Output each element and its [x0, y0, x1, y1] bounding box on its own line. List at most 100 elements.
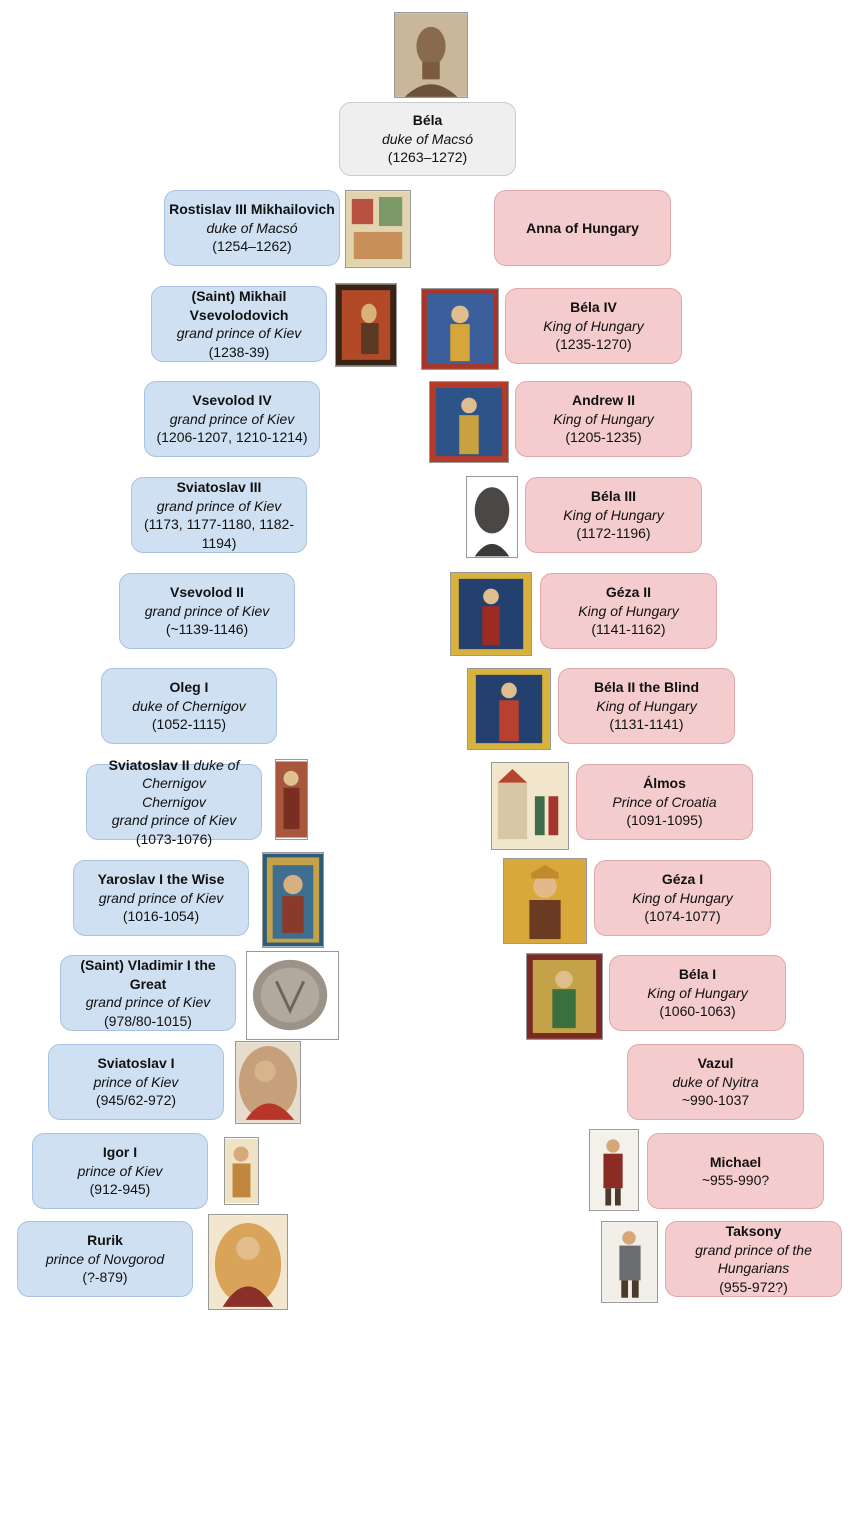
person-reign: (955-972?)	[719, 1278, 788, 1295]
person-title-2: grand prince of Kiev	[111, 812, 237, 829]
person-title: King of Hungary	[578, 602, 679, 619]
person-reign: (1173, 1177-1180, 1182-1194)	[144, 516, 294, 551]
person-bela-i: Béla I King of Hungary (1060-1063)	[609, 955, 786, 1031]
person-reign: (1131-1141)	[609, 716, 684, 733]
person-name: Álmos	[643, 775, 686, 792]
person-reign: (945/62-972)	[95, 1092, 177, 1109]
person-vsevolod-ii: Vsevolod II grand prince of Kiev (~1139-…	[119, 573, 295, 649]
person-title: grand prince of Kiev	[156, 497, 282, 514]
person-title: King of Hungary	[563, 506, 664, 523]
person-reign: (1254–1262)	[212, 238, 292, 255]
person-vazul: Vazul duke of Nyitra ~990-1037	[627, 1044, 804, 1120]
bela-iv-illuminated-initial-image	[421, 288, 499, 370]
person-name: (Saint) Mikhail Vsevolodovich	[189, 288, 289, 323]
person-bela-iii: Béla III King of Hungary (1172-1196)	[525, 477, 702, 553]
person-name: Géza II	[605, 584, 652, 601]
andrew-ii-illuminated-initial-image	[429, 381, 509, 463]
person-title: grand prince of Kiev	[85, 994, 211, 1010]
person-title: duke of Macsó	[206, 219, 298, 236]
rostislav-miniature-image	[345, 190, 411, 268]
yaroslav-icon-image	[262, 852, 324, 948]
person-reign: ~990-1037	[681, 1092, 750, 1109]
person-yaroslav-i: Yaroslav I the Wise grand prince of Kiev…	[73, 860, 249, 936]
person-line-1: Sviatoslav II duke of Chernigov	[87, 756, 261, 793]
person-title: prince of Novgorod	[45, 1250, 165, 1267]
person-mikhail-vsevolodovich: (Saint) Mikhail Vsevolodovich grand prin…	[151, 286, 327, 362]
person-title: grand prince of Kiev	[169, 410, 295, 427]
geza-ii-illuminated-initial-image	[450, 572, 532, 656]
person-reign: (1172-1196)	[576, 525, 651, 542]
person-name: Sviatoslav III	[176, 479, 262, 495]
person-name: Anna of Hungary	[526, 219, 639, 236]
person-name: Vazul	[697, 1055, 734, 1072]
person-name: Vsevolod II	[170, 584, 244, 601]
person-name: Béla II the Blind	[593, 679, 699, 696]
person-geza-i: Géza I King of Hungary (1074-1077)	[594, 860, 771, 936]
taksony-warrior-image	[601, 1221, 658, 1303]
person-title: King of Hungary	[543, 317, 644, 334]
michael-warrior-image	[589, 1129, 639, 1211]
person-reign: (1263–1272)	[387, 149, 468, 166]
person-name: Sviatoslav I	[97, 1055, 175, 1072]
mikhail-icon-image	[335, 283, 397, 367]
person-sviatoslav-iii: Sviatoslav III grand prince of Kiev (117…	[131, 477, 307, 553]
person-name: Oleg I	[169, 679, 209, 696]
person-reign: (1205-1235)	[565, 429, 642, 446]
person-rostislav-iii: Rostislav III Mikhailovich duke of Macsó…	[164, 190, 340, 266]
person-name: Béla III	[590, 488, 637, 505]
person-name: Géza I	[661, 871, 704, 888]
rurik-portrait-image	[208, 1214, 288, 1310]
person-vsevolod-iv: Vsevolod IV grand prince of Kiev (1206-1…	[144, 381, 320, 457]
person-oleg-i: Oleg I duke of Chernigov (1052-1115)	[101, 668, 277, 744]
person-reign: (912-945)	[89, 1181, 151, 1198]
person-name: Igor I	[102, 1144, 138, 1161]
person-title: duke of Macsó	[381, 130, 474, 147]
person-title: grand prince of Kiev	[144, 602, 270, 619]
person-reign: (978/80-1015)	[104, 1012, 192, 1029]
person-reign: (1074-1077)	[644, 908, 721, 925]
person-geza-ii: Géza II King of Hungary (1141-1162)	[540, 573, 717, 649]
person-name: Yaroslav I the Wise	[97, 871, 225, 888]
person-sviatoslav-ii: Sviatoslav II duke of Chernigov Chernigo…	[86, 757, 262, 847]
person-name: Sviatoslav II	[108, 756, 190, 773]
person-title: prince of Kiev	[77, 1162, 163, 1179]
person-title: duke of Chernigov	[142, 756, 240, 792]
person-name: (Saint) Vladimir I the Great	[80, 957, 216, 992]
person-reign: (1235-1270)	[555, 336, 632, 353]
person-title: King of Hungary	[647, 984, 748, 1001]
person-title: King of Hungary	[553, 410, 654, 427]
person-bela-iv: Béla IV King of Hungary (1235-1270)	[505, 288, 682, 364]
person-line-2: Chernigov	[142, 793, 206, 810]
person-reign: (1206-1207, 1210-1214)	[156, 429, 308, 446]
person-andrew-ii: Andrew II King of Hungary (1205-1235)	[515, 381, 692, 457]
bela-bust-portrait	[394, 12, 468, 98]
person-igor-i: Igor I prince of Kiev (912-945)	[32, 1133, 208, 1209]
person-name: Béla IV	[570, 299, 617, 316]
person-name: Rostislav III Mikhailovich	[169, 201, 335, 218]
person-title: grand prince of Kiev	[98, 889, 224, 906]
person-name: Andrew II	[571, 392, 635, 409]
person-reign: (1238-39)	[208, 343, 270, 360]
person-title: Prince of Croatia	[612, 793, 717, 810]
person-reign: (?-879)	[82, 1269, 128, 1286]
person-bela-duke-of-macso: Béla duke of Macsó (1263–1272)	[339, 102, 516, 176]
person-name: Rurik	[87, 1232, 123, 1249]
person-name: Vsevolod IV	[192, 392, 272, 409]
person-reign: (1052-1115)	[151, 716, 227, 733]
person-reign: (~1139-1146)	[165, 621, 249, 638]
bela-i-enthroned-image	[526, 953, 603, 1040]
person-reign: (1091-1095)	[626, 812, 703, 829]
person-michael: Michael ~955-990?	[647, 1133, 824, 1209]
person-reign: (1060-1063)	[659, 1003, 736, 1020]
person-title: grand prince of the Hungarians	[695, 1241, 812, 1277]
person-name: Taksony	[725, 1223, 782, 1239]
person-title: King of Hungary	[596, 697, 697, 714]
person-title: King of Hungary	[632, 889, 733, 906]
person-anna-of-hungary: Anna of Hungary	[494, 190, 671, 266]
person-title: duke of Chernigov	[132, 697, 246, 714]
person-sviatoslav-i: Sviatoslav I prince of Kiev (945/62-972)	[48, 1044, 224, 1120]
person-taksony: Taksony grand prince of the Hungarians (…	[665, 1221, 842, 1297]
person-bela-ii: Béla II the Blind King of Hungary (1131-…	[558, 668, 735, 744]
vladimir-coin-image	[246, 951, 339, 1040]
person-reign: ~955-990?	[701, 1172, 770, 1188]
